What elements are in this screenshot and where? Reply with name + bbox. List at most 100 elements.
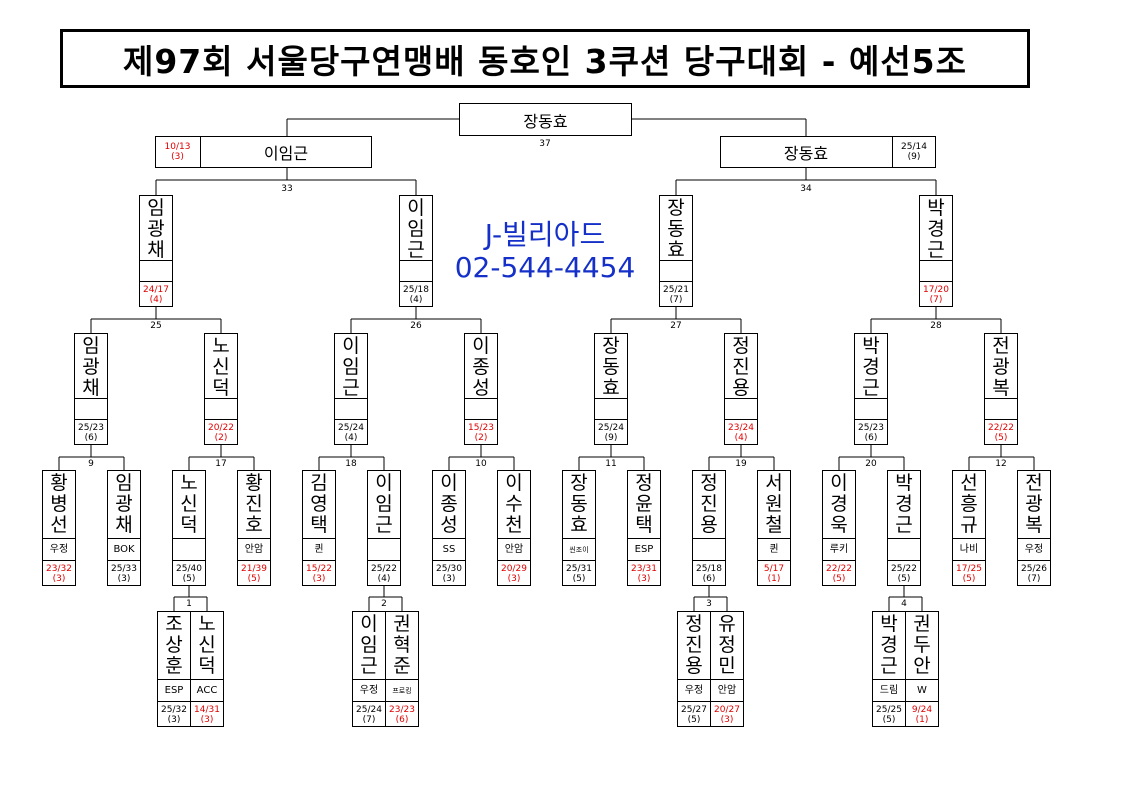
- r32-club-16: 우정: [1024, 543, 1044, 555]
- match-number: 12: [995, 459, 1007, 469]
- r32-club-9: 씬조이: [569, 545, 589, 554]
- r32-box-4: [237, 470, 271, 586]
- match-number: 19: [735, 459, 747, 469]
- r32-score-11: 25/18(6): [696, 563, 722, 584]
- r16-box-8: [984, 333, 1018, 445]
- prelim-club-4: 프로킹: [392, 686, 412, 695]
- r16-score-8: 22/22(5): [988, 422, 1014, 443]
- r16-box-5: [594, 333, 628, 445]
- match-number: 9: [88, 459, 94, 469]
- r32-box-2: [107, 470, 141, 586]
- prelim-score-4: 23/23(6): [389, 704, 415, 725]
- sponsor-name: J-빌리아드: [484, 218, 606, 251]
- r16-score-5: 25/24(9): [598, 422, 624, 443]
- r32-club-5: 퀸: [314, 543, 324, 555]
- r32-score-12: 5/17(1): [763, 563, 785, 584]
- r32-box-12: [757, 470, 791, 586]
- prelim-score-8: 9/24(1): [911, 704, 933, 725]
- semifinal-right-score: 25/14(9): [901, 142, 927, 162]
- r32-box-10: [627, 470, 661, 586]
- r32-club-6: [367, 539, 401, 560]
- match-number: 10: [475, 459, 487, 469]
- r16-score-7: 25/23(6): [858, 422, 884, 443]
- r16-score-4: 15/23(2): [468, 422, 494, 443]
- tournament-title: 제97회 서울당구연맹배 동호인 3쿠션 당구대회 - 예선5조: [60, 29, 1030, 88]
- prelim-box-8: [905, 611, 939, 727]
- prelim-club-1: ESP: [164, 684, 184, 696]
- r32-club-8: 안암: [504, 543, 524, 555]
- r32-club-4: 안암: [244, 543, 264, 555]
- r32-score-2: 25/33(3): [111, 563, 137, 584]
- prelim-score-1: 25/32(3): [161, 704, 187, 725]
- prelim-club-3: 우정: [359, 684, 379, 696]
- r32-score-4: 21/39(5): [241, 563, 267, 584]
- prelim-club-7: 드림: [879, 684, 899, 696]
- r16-box-1: [74, 333, 108, 445]
- r32-box-13: [822, 470, 856, 586]
- r32-box-1: [42, 470, 76, 586]
- r32-club-15: 나비: [959, 543, 979, 555]
- sponsor-phone: 02-544-4454: [454, 251, 636, 284]
- prelim-score-3: 25/24(7): [356, 704, 382, 725]
- prelim-box-6: [710, 611, 744, 727]
- r32-score-7: 25/30(3): [436, 563, 462, 584]
- r32-box-6: [367, 470, 401, 586]
- r32-score-8: 20/29(3): [501, 563, 527, 584]
- r16-box-2: [204, 333, 238, 445]
- r16-score-6: 23/24(4): [728, 422, 754, 443]
- prelim-score-2: 14/31(3): [194, 704, 220, 725]
- prelim-box-2: [190, 611, 224, 727]
- prelim-score-7: 25/25(5): [876, 704, 902, 725]
- r32-score-13: 22/22(5): [826, 563, 852, 584]
- quarter-box-3: [659, 195, 693, 307]
- semifinal-left-name: 이임근: [263, 144, 309, 163]
- match-number: 20: [865, 459, 877, 469]
- r32-score-3: 25/40(5): [176, 563, 202, 584]
- r32-club-12: 퀸: [769, 543, 779, 555]
- semifinal-left-score: 10/13(3): [164, 142, 191, 162]
- r32-score-1: 23/32(3): [46, 563, 72, 584]
- r32-box-8: [497, 470, 531, 586]
- r32-club-11: [692, 539, 726, 560]
- r32-box-9: [562, 470, 596, 586]
- r32-score-10: 23/31(3): [631, 563, 657, 584]
- semifinal-right-name: 장동효: [783, 144, 829, 163]
- match-number: 4: [901, 599, 907, 609]
- r32-club-14: [887, 539, 921, 560]
- match-number: 34: [800, 184, 812, 194]
- r16-box-7: [854, 333, 888, 445]
- quarter-score-3: 25/21(7): [663, 284, 689, 305]
- prelim-score-5: 25/27(5): [681, 704, 707, 725]
- champion-name: 장동효: [523, 111, 568, 131]
- quarter-score-2: 25/18(4): [403, 284, 429, 305]
- prelim-club-2: ACC: [196, 684, 218, 696]
- r32-box-14: [887, 470, 921, 586]
- quarter-box-4: [919, 195, 953, 307]
- r32-box-3: [172, 470, 206, 586]
- r32-score-9: 25/31(5): [566, 563, 592, 584]
